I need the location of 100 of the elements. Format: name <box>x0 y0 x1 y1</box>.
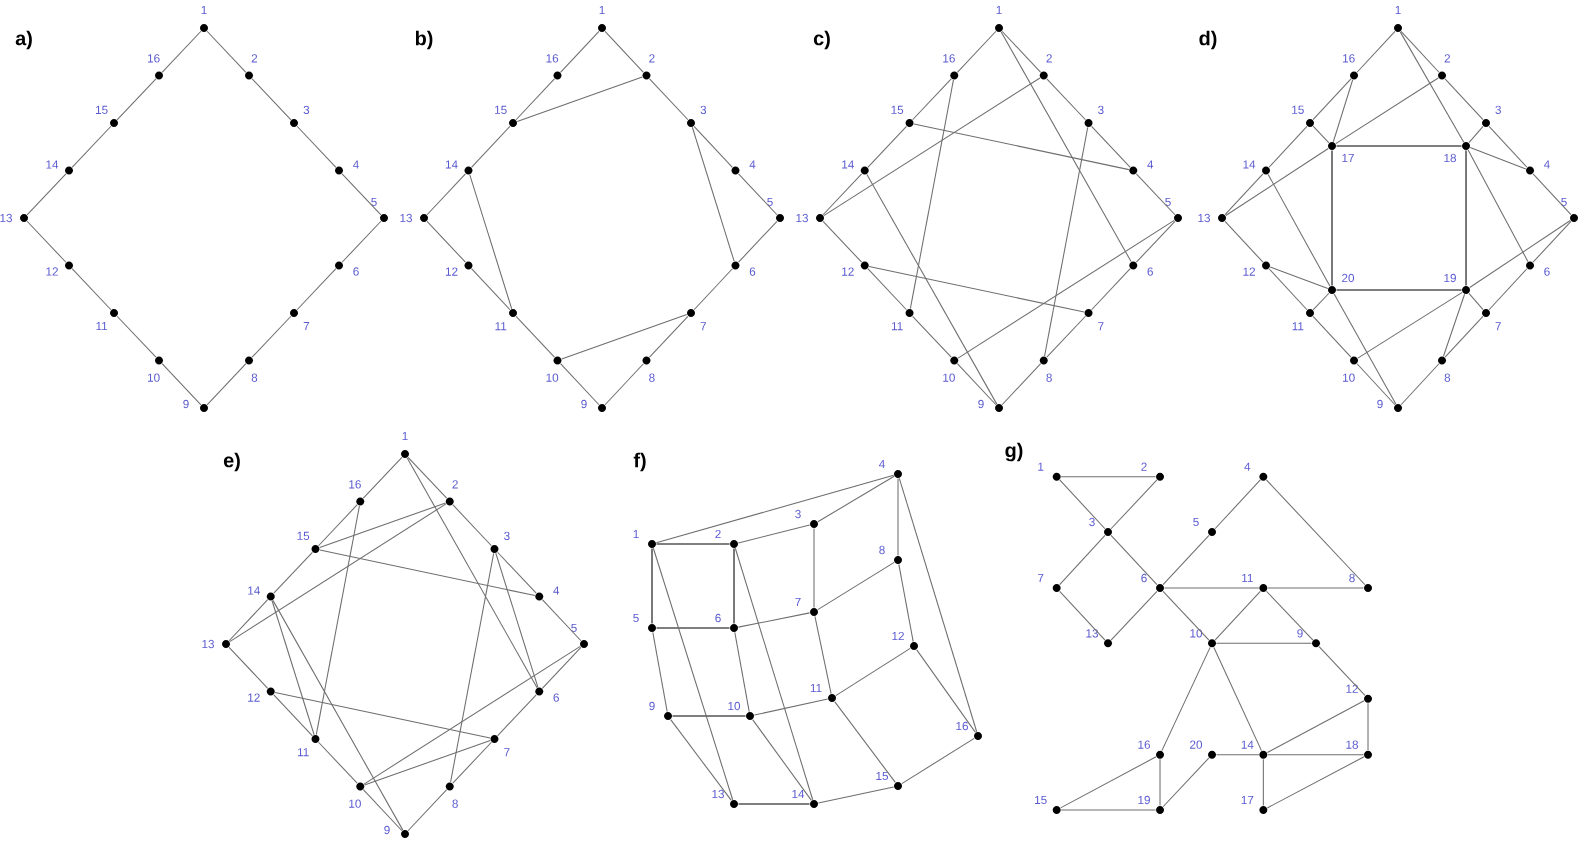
edge-line <box>1332 79 1354 143</box>
edge-line <box>1046 315 1086 358</box>
edge-line <box>26 220 67 263</box>
edge-line <box>497 694 537 737</box>
panel-label: d) <box>1199 30 1217 50</box>
edge-line <box>649 78 689 121</box>
edge-line <box>957 219 1175 359</box>
edge-line <box>116 315 157 358</box>
edge-line <box>426 173 466 216</box>
edge-line <box>1267 754 1365 756</box>
edge-line <box>318 504 358 547</box>
edge-line <box>1488 125 1528 168</box>
edge-line <box>1215 642 1313 644</box>
edge-line <box>822 220 863 263</box>
edge-line <box>734 547 814 801</box>
edge-line <box>1135 173 1176 216</box>
edge-line <box>363 645 581 785</box>
edge-line <box>814 615 832 695</box>
edge-line <box>1335 145 1463 147</box>
edge-line <box>319 549 536 597</box>
edge-line <box>651 547 653 625</box>
edge-line <box>318 741 358 784</box>
edge-line <box>817 475 895 523</box>
edge-line <box>273 694 313 737</box>
edge-line <box>1267 173 1331 287</box>
edge-line <box>1214 590 1261 641</box>
edge-line <box>1399 31 1465 143</box>
edge-line <box>1269 266 1329 289</box>
edge-line <box>161 363 202 406</box>
panel-label: b) <box>415 30 433 50</box>
panel-label: c) <box>813 30 830 50</box>
edge-line <box>1468 125 1484 144</box>
edge-line <box>560 30 600 73</box>
edge-line <box>1091 125 1131 168</box>
edge-line <box>1163 587 1260 589</box>
edge-line <box>452 741 492 784</box>
edge-line <box>1488 268 1528 311</box>
edge-line <box>1467 149 1529 263</box>
edge-line <box>1442 293 1466 357</box>
edge-line <box>1312 125 1330 144</box>
edge-line <box>471 125 511 168</box>
edge-line <box>1312 292 1330 311</box>
edge-line <box>1268 268 1308 311</box>
edge-line <box>1059 479 1106 530</box>
edge-line <box>734 631 750 713</box>
edge-line <box>655 627 731 629</box>
edge-line <box>868 265 1085 313</box>
edge-line <box>733 547 735 625</box>
edge-line <box>560 363 600 406</box>
edge-line <box>362 456 403 499</box>
edge-line <box>541 599 582 642</box>
edge-line <box>273 551 313 594</box>
edge-line <box>1059 590 1106 641</box>
edge-line <box>561 314 688 360</box>
edge-line <box>1001 30 1042 73</box>
edge-line <box>604 30 644 73</box>
edge-line <box>515 315 555 358</box>
edge-line <box>1162 590 1210 641</box>
edge-line <box>271 600 315 736</box>
panel-label: a) <box>15 30 32 50</box>
edge-line <box>912 315 952 358</box>
edge-line <box>916 649 976 733</box>
edge-line <box>516 76 643 123</box>
edge-line <box>497 551 537 594</box>
edge-line <box>1356 363 1396 406</box>
edge-line <box>813 527 815 609</box>
edge-line <box>835 647 911 697</box>
edge-line <box>866 173 998 405</box>
edge-line <box>1335 77 1439 145</box>
edge-line <box>251 78 292 121</box>
edge-line <box>1046 78 1086 121</box>
edge-line <box>426 220 466 263</box>
edge-line <box>71 268 112 311</box>
edge-line <box>867 125 907 168</box>
edge-line <box>1444 78 1484 121</box>
edge-line <box>752 719 812 801</box>
edge-line <box>823 77 1041 217</box>
edge-line <box>1159 758 1161 807</box>
edge-line <box>1469 219 1571 289</box>
edge-line <box>691 126 735 262</box>
edge-line <box>1215 754 1260 756</box>
edge-line <box>1135 220 1176 263</box>
edge-line <box>912 78 952 121</box>
edge-line <box>1532 173 1572 216</box>
edge-line <box>541 646 582 689</box>
edge-line <box>897 477 899 557</box>
edge-line <box>1367 702 1369 751</box>
edge-line <box>406 457 538 689</box>
panel-label: g) <box>1005 442 1023 462</box>
edge-line <box>738 220 778 263</box>
edge-line <box>1356 30 1396 73</box>
edge-line <box>737 524 811 544</box>
edge-line <box>693 125 733 168</box>
edge-line <box>296 268 337 311</box>
edge-line <box>737 612 811 628</box>
edge-line <box>834 701 896 783</box>
edge-line <box>649 315 689 358</box>
edge-line <box>161 30 202 73</box>
edge-line <box>1444 315 1484 358</box>
edge-line <box>1091 268 1131 311</box>
